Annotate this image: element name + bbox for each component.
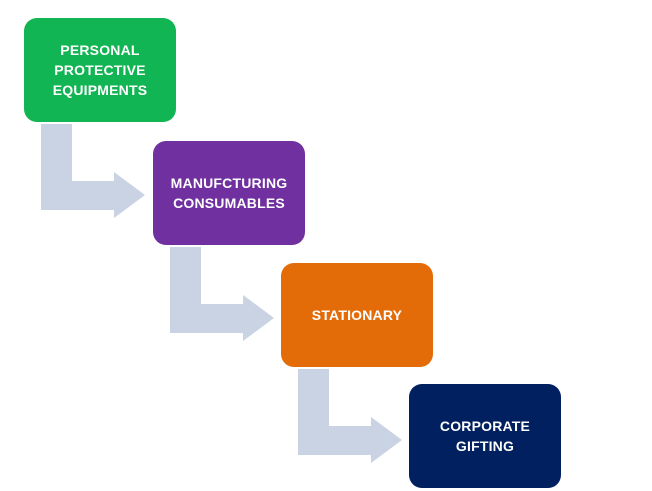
step-manufacturing-consumables: MANUFCTURING CONSUMABLES [153,141,305,245]
step-personal-protective-equipments: PERSONAL PROTECTIVE EQUIPMENTS [24,18,176,122]
connector-arrow-3 [298,369,402,463]
step-label: CORPORATE GIFTING [439,418,531,454]
step-corporate-gifting: CORPORATE GIFTING [409,384,561,488]
connector-arrow-2 [170,247,274,341]
step-label: MANUFCTURING CONSUMABLES [170,175,288,211]
connector-arrow-1 [41,124,145,218]
step-stationary: STATIONARY [281,263,433,367]
step-label: PERSONAL PROTECTIVE EQUIPMENTS [52,42,148,98]
step-label: STATIONARY [311,307,403,323]
